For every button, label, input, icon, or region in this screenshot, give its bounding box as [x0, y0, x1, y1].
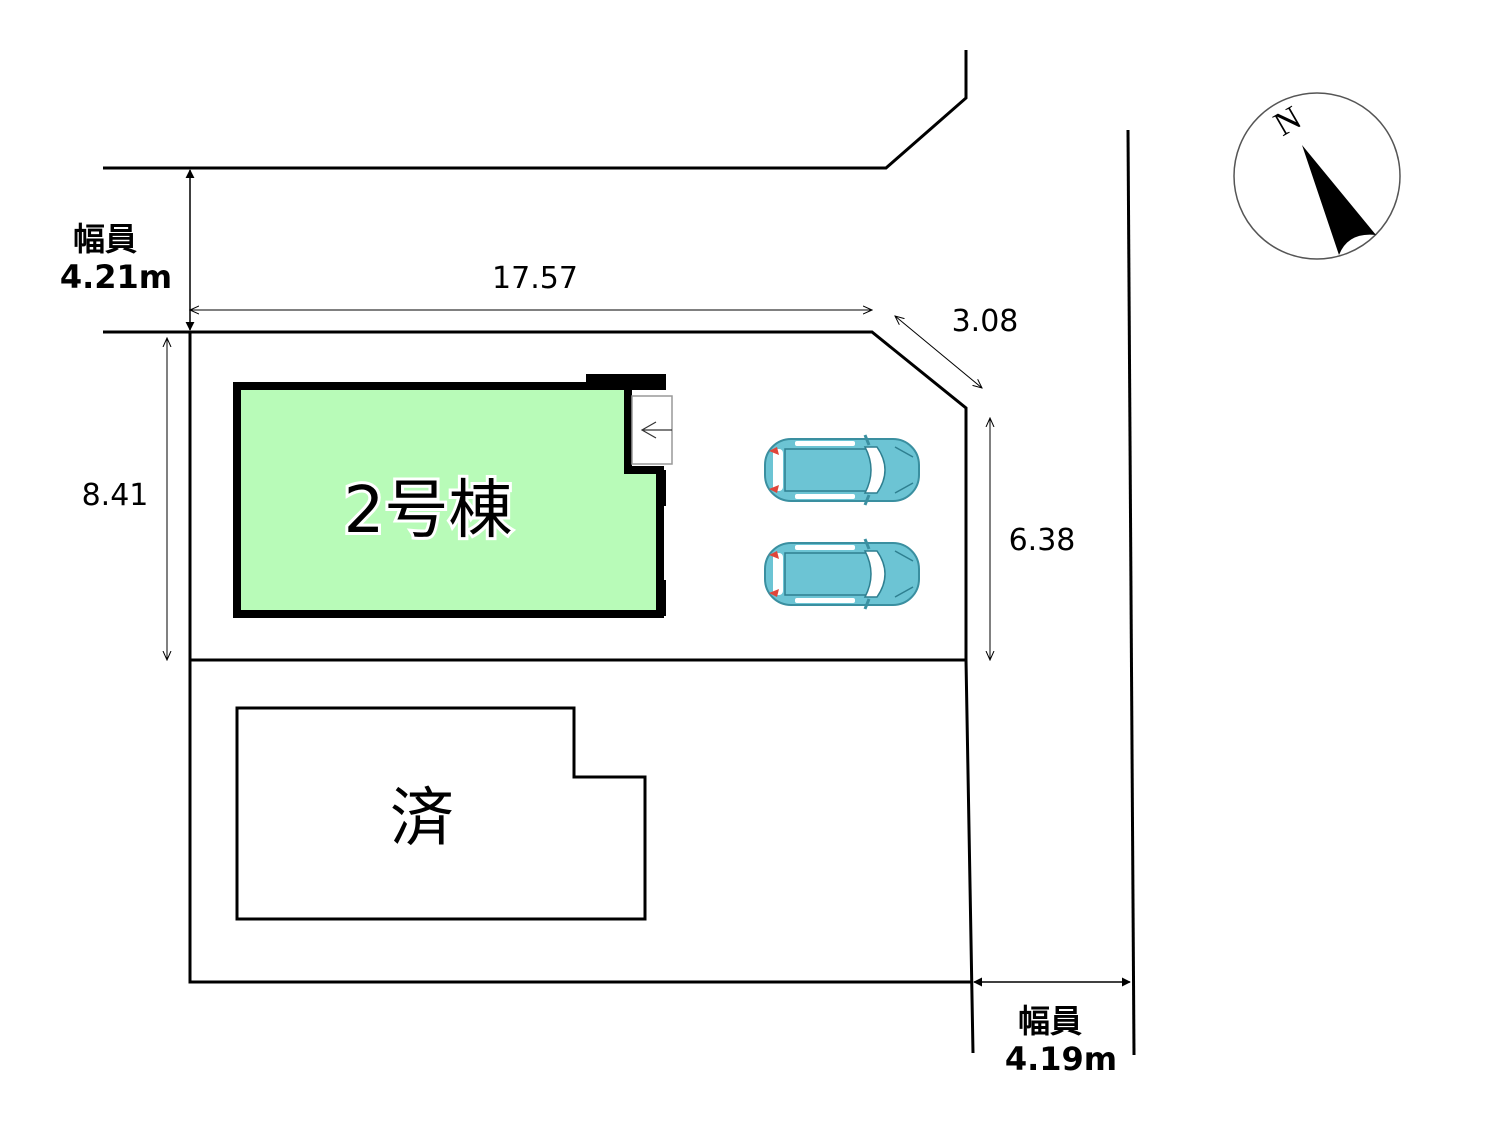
car-icon [763, 537, 921, 611]
dim-corner: 3.08 [952, 304, 1019, 339]
building-2-label: 2号棟 [344, 474, 513, 548]
dim-corner-arrow [895, 316, 982, 388]
road-top-width: 4.21m [60, 258, 172, 296]
dim-top: 17.57 [492, 261, 578, 296]
sold-label: 済 [390, 782, 454, 856]
road-right-edge [1126, 129, 1136, 1056]
building-2[interactable]: 2号棟 [233, 374, 673, 618]
lot-boundary-lower [188, 332, 972, 984]
north-compass: N [1233, 92, 1401, 260]
road-right-label: 幅員 [1018, 1002, 1082, 1040]
road-top-label: 幅員 [73, 220, 137, 258]
entrance-arrow-icon [640, 421, 672, 439]
dim-left: 8.41 [82, 478, 149, 513]
lot-boundary [103, 330, 975, 1054]
road-right-width: 4.19m [1005, 1040, 1117, 1078]
dim-right: 6.38 [1009, 523, 1076, 558]
car-icon [763, 433, 921, 507]
sold-building: 済 [235, 706, 647, 921]
compass-needle-icon [1302, 145, 1376, 255]
road-top-edge [103, 50, 968, 170]
